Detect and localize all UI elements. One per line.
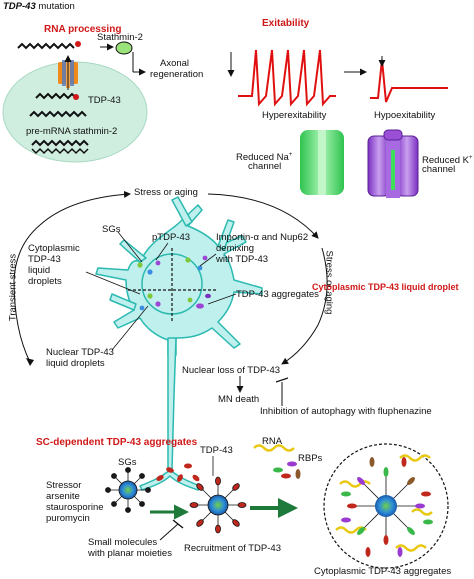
na-label: Reduced Na+ <box>236 150 292 163</box>
small-molecules-line1: Small molecules <box>88 537 158 548</box>
stressor-line1: Stressor <box>46 480 82 491</box>
k-channel-label: channel <box>422 164 456 175</box>
hyperexcitability-trace <box>238 49 336 107</box>
cyto-line4: droplets <box>28 276 62 287</box>
stressor-line3: staurosporine <box>46 502 104 513</box>
stressor-line2: arsenite <box>46 491 80 502</box>
stress-top-arrow-right <box>207 193 319 239</box>
axonal-label: Axonal <box>160 58 190 69</box>
header-title: TDP-43 mutation <box>3 1 75 12</box>
importin-line1: Importin-α and Nup62 <box>216 232 309 243</box>
tdp43-bottom-label: TDP-43 <box>200 445 233 456</box>
stathmin-label: Stathmin-2 <box>97 32 143 43</box>
tdp43-dot <box>73 94 79 100</box>
na-channel-icon <box>300 130 344 195</box>
pre-mrna-label: pre-mRNA stathmin-2 <box>26 126 118 137</box>
na-superscript: + <box>288 152 293 158</box>
stress-top-label: Stress or aging <box>134 187 198 198</box>
cyto-line3: liquid <box>28 265 51 276</box>
sg-title: SC-dependent TDP-43 aggregates <box>36 437 198 448</box>
stress-right-arrow <box>281 247 328 365</box>
k-channel-icon <box>367 129 419 198</box>
cyto-aggregates-label: Cytoplasmic TDP-43 aggregates <box>314 566 452 577</box>
stress-granule-1 <box>105 467 151 513</box>
importin-line2: demixing <box>216 243 255 254</box>
hypoexcitability-trace <box>370 59 448 103</box>
na-channel-label: channel <box>248 161 282 172</box>
hyper-label: Hyperexitability <box>262 110 327 121</box>
k-label: Reduced K+ <box>422 153 473 166</box>
importin-line3: with TDP-43 <box>216 254 269 265</box>
sgs-label: SGs <box>102 224 121 235</box>
rbps-label: RBPs <box>298 453 323 464</box>
aggregates-label: TDP-43 aggregates <box>236 289 319 300</box>
regeneration-label: regeneration <box>150 69 204 80</box>
rna-cap-dot <box>75 41 81 47</box>
stressor-line4: puromycin <box>46 513 90 524</box>
tdp43-label: TDP-43 <box>88 95 121 106</box>
nuclear-droplet-line2: liquid droplets <box>46 358 105 369</box>
rna-label: RNA <box>262 436 283 447</box>
aggregate-contents <box>335 454 433 557</box>
cyto-line2: TDP-43 <box>28 254 61 265</box>
stress-top-arrow <box>39 190 131 226</box>
k-superscript: + <box>469 155 473 161</box>
tdp43-molecules <box>156 463 200 482</box>
transient-stress-arrow <box>13 224 41 363</box>
k-label-text: Reduced K <box>422 155 470 167</box>
cyto-line1: Cytoplasmic <box>28 243 80 254</box>
stress-granule-2 <box>189 476 247 534</box>
tdp43-droplets <box>137 255 211 311</box>
small-molecules-line2: with planar moieties <box>88 548 172 559</box>
nuclear-droplet-line1: Nuclear TDP-43 <box>46 347 114 358</box>
mn-death-label: MN death <box>218 394 260 405</box>
sgs-bottom-label: SGs <box>118 457 137 468</box>
excitability-title: Exitability <box>262 18 310 29</box>
hypo-label: Hypoexitability <box>374 110 436 121</box>
recruitment-label: Recruitment of TDP-43 <box>184 543 281 554</box>
header-suffix: mutation <box>35 1 75 12</box>
na-label-text: Reduced Na <box>236 152 289 164</box>
header-gene: TDP-43 <box>3 1 36 12</box>
transient-stress-label: Transient stress <box>7 253 19 322</box>
ptdp43-label: pTDP-43 <box>152 232 191 243</box>
cyto-droplet-title: Cytoplasmic TDP-43 liquid droplet <box>312 282 459 292</box>
nuclear-loss-label: Nuclear loss of TDP-43 <box>182 365 281 376</box>
stathmin-protein <box>115 41 133 55</box>
rna-strands <box>17 42 89 155</box>
neuron-cell <box>95 196 263 491</box>
autophagy-label: Inhibition of autophagy with fluphenazin… <box>260 406 432 417</box>
rna-processing-title: RNA processing <box>44 24 122 35</box>
